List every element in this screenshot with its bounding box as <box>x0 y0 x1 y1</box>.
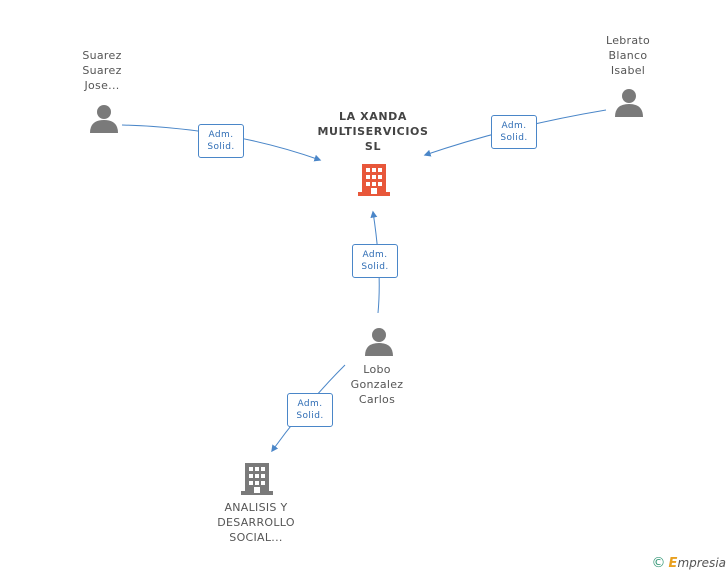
main-company-name[interactable]: LA XANDA MULTISERVICIOS SL <box>317 110 429 153</box>
copyright-icon: © <box>651 555 666 571</box>
main-company-building-icon[interactable] <box>358 162 390 196</box>
brand-logo-initial: E <box>668 556 678 571</box>
brand-name: mpresia <box>677 556 726 570</box>
person-icon-suarez[interactable] <box>89 103 119 133</box>
role-badge-suarez-main[interactable]: Adm. Solid. <box>198 124 244 158</box>
role-badge-lebrato-main[interactable]: Adm. Solid. <box>491 115 537 149</box>
person-icon-lobo[interactable] <box>364 326 394 356</box>
role-badge-lobo-analisis[interactable]: Adm. Solid. <box>287 393 333 427</box>
person-name-lebrato[interactable]: Lebrato Blanco Isabel <box>605 34 651 77</box>
brand-footer[interactable]: ©Empresia <box>652 555 726 571</box>
person-name-suarez[interactable]: Suarez Suarez Jose... <box>82 49 122 92</box>
person-icon-lebrato[interactable] <box>614 87 644 117</box>
company-building-icon-analisis[interactable] <box>241 461 273 495</box>
role-badge-lobo-main[interactable]: Adm. Solid. <box>352 244 398 278</box>
person-name-lobo[interactable]: Lobo Gonzalez Carlos <box>350 363 404 406</box>
company-name-analisis[interactable]: ANALISIS Y DESARROLLO SOCIAL... <box>217 501 295 544</box>
